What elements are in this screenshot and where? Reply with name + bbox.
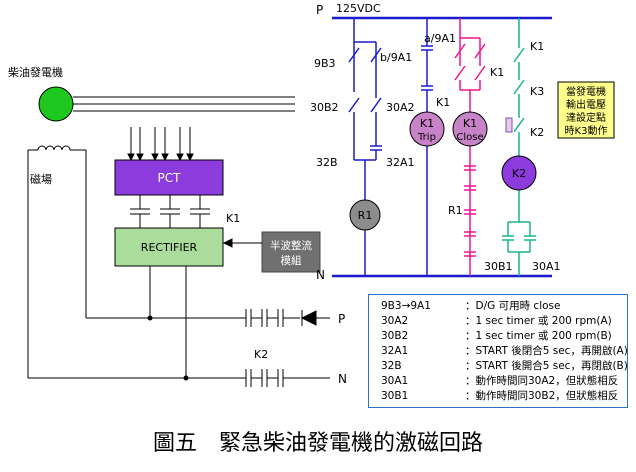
r1-coil: R1 xyxy=(349,199,381,231)
contact-legend: 9B3→9A1 ：D/G 可用時 close 30A2 ：1 sec timer… xyxy=(368,294,628,408)
label-k1-right: K1 xyxy=(530,40,544,53)
generator-symbol xyxy=(38,86,74,122)
branch-k1-trip xyxy=(421,18,433,276)
k2-coil: K2 xyxy=(501,155,537,191)
k1-close-coil: K1 Close xyxy=(452,111,488,147)
n-bus-label: N xyxy=(316,268,325,282)
legend-row: 30A2 ：1 sec timer 或 200 rpm(A) xyxy=(369,314,629,328)
generator-label: 柴油發電機 xyxy=(8,65,63,79)
field-winding xyxy=(27,145,87,378)
junction-n xyxy=(183,375,189,381)
pct-label: PCT xyxy=(158,171,182,185)
label-k1-trip-contact: K1 xyxy=(436,96,450,109)
legend-row: 9B3→9A1 ：D/G 可用時 close xyxy=(369,299,629,313)
label-k2-right: K2 xyxy=(530,126,544,139)
k2-bottom-label: K2 xyxy=(254,348,268,361)
field-label: 磁場 xyxy=(30,173,52,186)
label-k1-close-contact: K1 xyxy=(490,66,504,79)
label-30b1: 30B1 xyxy=(484,260,513,273)
label-k3-right: K3 xyxy=(530,85,544,98)
diode-symbol xyxy=(300,310,330,326)
k1-close-contacts xyxy=(464,165,476,257)
k1-rectifier-label: K1 xyxy=(226,212,240,225)
rectifier-label: RECTIFIER xyxy=(141,241,198,254)
legend-row: 30B2 ：1 sec timer 或 200 rpm(B) xyxy=(369,329,629,343)
legend-value: ：動作時間同30A2，但狀態相反 xyxy=(465,375,619,387)
legend-value: ：1 sec timer 或 200 rpm(A) xyxy=(465,315,612,327)
note-line2: 輸出電壓 xyxy=(566,98,606,111)
k1-trip-coil: K1 Trip xyxy=(409,111,445,147)
label-30a1: 30A1 xyxy=(532,260,561,273)
legend-key: 30B2 xyxy=(381,330,409,342)
figure-caption: 圖五 緊急柴油發電機的激磁回路 xyxy=(153,431,483,456)
k1-close-line2: Close xyxy=(456,132,483,143)
module-line1: 半波整流 xyxy=(270,239,312,252)
junction-p xyxy=(147,315,153,321)
k2-indicator xyxy=(505,117,513,133)
legend-key: 30A1 xyxy=(381,375,409,387)
pct-box: PCT xyxy=(114,159,224,196)
label-30b2: 30B2 xyxy=(310,101,339,114)
legend-row: 30B1 ：動作時間同30B2，但狀態相反 xyxy=(369,389,629,403)
legend-key: 30A2 xyxy=(381,315,409,327)
module-arrow xyxy=(222,238,262,248)
p-bus-label: P xyxy=(316,3,323,17)
legend-key: 32B xyxy=(381,360,402,372)
legend-row: 32B ：START 後開合5 sec，再閉啟(B) xyxy=(369,359,629,373)
legend-value: ：D/G 可用時 close xyxy=(465,300,561,312)
label-30a2: 30A2 xyxy=(386,101,415,114)
note-line4: 時K3動作 xyxy=(565,124,608,137)
n-line-contacts xyxy=(245,369,330,387)
dc-buses xyxy=(332,16,552,278)
legend-key: 32A1 xyxy=(381,345,409,357)
legend-value: ：1 sec timer 或 200 rpm(B) xyxy=(465,330,612,342)
rectifier-output-wires xyxy=(28,266,246,379)
r1-coil-label: R1 xyxy=(358,209,373,222)
legend-row: 32A1 ：START 後閉合5 sec，再開啟(A) xyxy=(369,344,629,358)
legend-value: ：START 後開合5 sec，再閉啟(B) xyxy=(465,360,628,372)
legend-value: ：動作時間同30B2，但狀態相反 xyxy=(465,390,619,402)
pct-arrows xyxy=(127,127,194,162)
note-line1: 當發電機 xyxy=(566,85,606,98)
p-line-contacts xyxy=(245,309,300,327)
n-right-label: N xyxy=(338,372,347,386)
label-9a1-b: b/9A1 xyxy=(380,51,412,64)
k1-trip-line1: K1 xyxy=(420,117,434,130)
half-wave-module: 半波整流 模組 xyxy=(261,231,321,273)
label-32b: 32B xyxy=(316,156,338,169)
rectifier-box: RECTIFIER xyxy=(114,227,224,267)
p-right-label: P xyxy=(338,312,345,326)
legend-key: 9B3→9A1 xyxy=(381,300,431,312)
generator-output-lines xyxy=(73,96,295,112)
branch-k1-close xyxy=(454,18,486,276)
label-9a1-a: a/9A1 xyxy=(424,32,456,45)
k1-trip-line2: Trip xyxy=(417,132,436,143)
pct-rectifier-capacitors xyxy=(130,195,210,228)
voltage-label: 125VDC xyxy=(336,2,381,15)
label-r1-contact: R1 xyxy=(448,204,463,217)
label-9b3: 9B3 xyxy=(314,57,336,70)
note-line3: 達設定點 xyxy=(566,111,606,124)
label-32a1: 32A1 xyxy=(386,156,415,169)
k3-note-box: 當發電機 輸出電壓 達設定點 時K3動作 xyxy=(557,81,615,139)
k2-coil-label: K2 xyxy=(512,167,526,180)
legend-value: ：START 後閉合5 sec，再開啟(A) xyxy=(465,345,628,357)
legend-row: 30A1 ：動作時間同30A2，但狀態相反 xyxy=(369,374,629,388)
k1-close-line1: K1 xyxy=(463,117,477,130)
module-line2: 模組 xyxy=(281,254,302,267)
legend-key: 30B1 xyxy=(381,390,409,402)
branch-r1 xyxy=(348,18,382,276)
branch-k2 xyxy=(502,18,536,276)
